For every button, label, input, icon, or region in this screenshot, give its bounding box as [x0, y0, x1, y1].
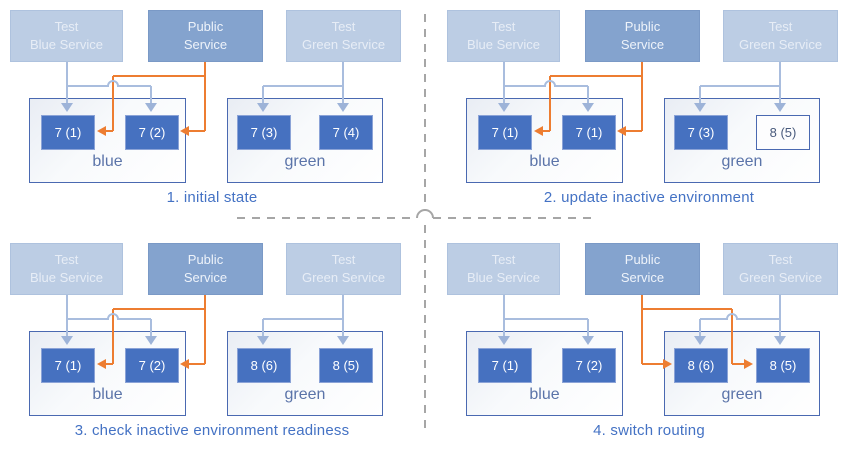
test-green-service-box: Test Green Service	[286, 243, 401, 295]
public-service-box: Public Service	[585, 10, 700, 62]
service-label-line: Test	[331, 252, 356, 268]
service-label-line: Public	[187, 19, 224, 35]
service-label-line: Public	[624, 252, 661, 268]
environment-label: green	[284, 153, 326, 170]
green-environment-box: 8 (6) 8 (5) green	[664, 331, 820, 416]
pod-revision-box: 8 (6)	[237, 348, 291, 383]
test-blue-service-box: Test Blue Service	[447, 243, 560, 295]
pod-revision-box: 7 (2)	[125, 348, 179, 383]
service-label-line: Test	[768, 19, 793, 35]
service-label-line: Public	[624, 19, 661, 35]
blue-environment-box: 7 (1) 7 (2) blue	[29, 331, 186, 416]
service-label-line: Green Service	[301, 270, 386, 285]
environment-label: green	[721, 153, 763, 170]
service-label-line: Blue Service	[30, 37, 103, 52]
service-label-line: Test	[54, 19, 79, 35]
environment-label: blue	[529, 386, 560, 403]
service-label-line: Test	[54, 252, 79, 268]
service-label-line: Blue Service	[467, 37, 540, 52]
pod-revision-box: 7 (1)	[41, 115, 95, 150]
blue-environment-box: 7 (1) 7 (2) blue	[466, 331, 623, 416]
service-label-line: Green Service	[301, 37, 386, 52]
service-label-line: Service	[183, 270, 228, 285]
step-caption: 4. switch routing	[593, 422, 705, 439]
pod-revision-box: 7 (3)	[674, 115, 728, 150]
service-label-line: Service	[620, 37, 665, 52]
environment-label: green	[284, 386, 326, 403]
service-label-line: Blue Service	[30, 270, 103, 285]
pod-revision-box: 7 (4)	[319, 115, 373, 150]
step-caption: 2. update inactive environment	[543, 189, 755, 206]
pod-revision-box: 7 (2)	[562, 348, 616, 383]
service-label-line: Green Service	[738, 37, 823, 52]
test-route-line	[503, 62, 781, 103]
quadrant-step-3: Test Blue Service Public Service Test Gr…	[0, 233, 424, 456]
environment-label: blue	[529, 153, 560, 170]
test-route-line	[66, 62, 344, 103]
pod-revision-box: 7 (3)	[237, 115, 291, 150]
service-label-line: Blue Service	[467, 270, 540, 285]
pod-revision-box: 7 (1)	[478, 348, 532, 383]
pod-revision-box: 7 (1)	[562, 115, 616, 150]
pod-revision-box: 8 (5)	[756, 115, 810, 150]
test-route-line	[66, 295, 344, 336]
test-blue-service-box: Test Blue Service	[447, 10, 560, 62]
service-label-line: Public	[187, 252, 224, 268]
step-caption: 1. initial state	[166, 189, 258, 206]
service-label-line: Service	[620, 270, 665, 285]
test-green-service-box: Test Green Service	[723, 243, 838, 295]
divider-crossing-hop-arc	[416, 209, 434, 219]
environment-label: blue	[92, 386, 123, 403]
service-label-line: Test	[491, 19, 516, 35]
environment-label: green	[721, 386, 763, 403]
quadrant-step-2: Test Blue Service Public Service Test Gr…	[437, 0, 848, 228]
service-label-line: Service	[183, 37, 228, 52]
test-green-service-box: Test Green Service	[286, 10, 401, 62]
pod-revision-box: 7 (2)	[125, 115, 179, 150]
step-caption: 3. check inactive environment readiness	[74, 422, 350, 439]
service-label-line: Green Service	[738, 270, 823, 285]
environment-label: blue	[92, 153, 123, 170]
service-label-line: Test	[768, 252, 793, 268]
test-green-service-box: Test Green Service	[723, 10, 838, 62]
quadrant-step-4: Test Blue Service Public Service Test Gr…	[437, 233, 848, 456]
green-environment-box: 7 (3) 8 (5) green	[664, 98, 820, 183]
pod-revision-box: 8 (5)	[756, 348, 810, 383]
pod-revision-box: 7 (1)	[478, 115, 532, 150]
service-label-line: Test	[331, 19, 356, 35]
public-service-box: Public Service	[148, 243, 263, 295]
service-label-line: Test	[491, 252, 516, 268]
test-blue-service-box: Test Blue Service	[10, 10, 123, 62]
public-service-box: Public Service	[585, 243, 700, 295]
green-environment-box: 8 (6) 8 (5) green	[227, 331, 383, 416]
pod-revision-box: 8 (5)	[319, 348, 373, 383]
green-environment-box: 7 (3) 7 (4) green	[227, 98, 383, 183]
pod-revision-box: 8 (6)	[674, 348, 728, 383]
blue-environment-box: 7 (1) 7 (2) blue	[29, 98, 186, 183]
pod-revision-box: 7 (1)	[41, 348, 95, 383]
blue-environment-box: 7 (1) 7 (1) blue	[466, 98, 623, 183]
test-route-line	[503, 295, 781, 336]
public-service-box: Public Service	[148, 10, 263, 62]
quadrant-step-1: Test Blue Service Public Service Test Gr…	[0, 0, 424, 228]
test-blue-service-box: Test Blue Service	[10, 243, 123, 295]
